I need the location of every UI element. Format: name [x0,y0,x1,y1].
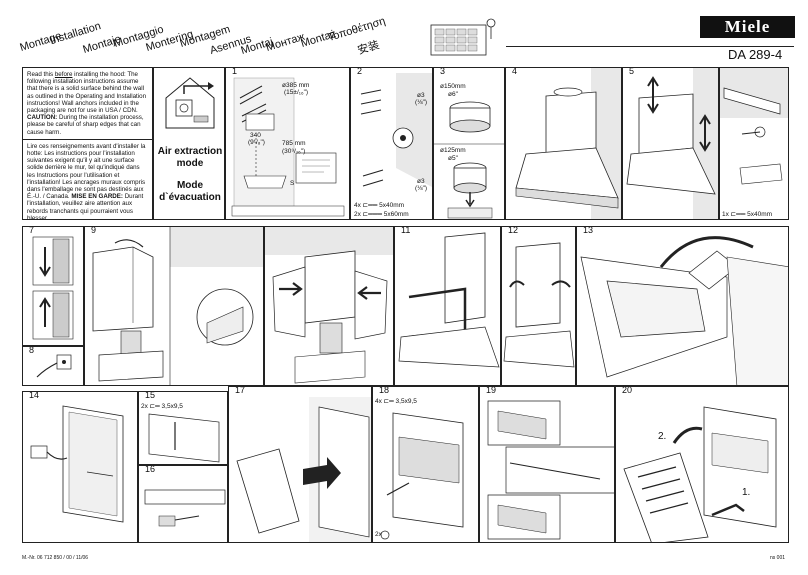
step-number: 20 [620,386,635,395]
step-7-panel: 7 [22,226,84,346]
dim-385-inch: (15±/₁₆") [284,89,309,96]
step-2-panel: 2 ø3 (⅛") ø3 (⅛") 4x ⊏══ 5x40mm 2x ⊏═══ … [350,67,433,220]
qty-1: 4x ⊏══ 5x40mm [354,202,405,209]
step-3-panel: 3 ø150mm ø6" ø125mm ø5" [433,67,505,220]
step-number: 19 [484,386,499,395]
brand-logo: Miele [700,16,795,38]
hood-header-illustration [425,15,500,65]
step-number: 1 [230,67,240,76]
step20-b: 2. [658,431,667,442]
brand-name: Miele [724,17,771,36]
screw-size-1-inch: (⅛") [415,99,428,106]
screw-size-2: ø3 [417,178,425,185]
intro-french: Lire ces renseignements avant d'installe… [27,142,146,220]
lang-11: 安装 [356,39,381,58]
intro-english: Read this before installing the hood: Th… [27,71,147,136]
step-number: 13 [581,226,596,235]
step-11-panel: 11 [394,226,501,386]
qty-18b: 2x [375,531,382,538]
step-number: 17 [233,386,248,395]
model-number: DA 289-4 [728,47,783,62]
step-number: 16 [143,465,158,474]
dim-385: ø385 mm [282,82,310,89]
step20-a: 1. [742,487,751,498]
step-1-panel: 1 ø385 mm (15±/₁₆") 340 (9¹/₈") 785 mm (… [225,67,350,220]
step-5-panel: 5 [622,67,719,220]
duct-150: ø150mm [440,83,466,90]
top-rule [506,46,794,47]
step-number: 14 [27,391,42,400]
dim-785: 785 mm [282,140,306,147]
step-13-panel: 13 [576,226,789,386]
step-number: 18 [377,386,392,395]
step-18-panel: 18 4x ⊏═ 3,5x9,5 2x [372,386,479,543]
lang-10: Τοποθέτηση [326,15,387,44]
dim-340: 340 [250,132,261,139]
qty-18: 4x ⊏═ 3,5x9,5 [375,398,417,405]
step-17-panel: 17 [228,386,372,543]
step-number: 8 [27,346,37,355]
qty-2: 2x ⊏═══ 5x60mm [354,211,409,218]
step-19-panel: 19 [479,386,615,543]
step-9-panel: 9 [84,226,264,386]
footer-code: ns 001 [770,555,786,561]
step-10-panel: 10 [264,226,394,386]
step-number: 9 [89,226,99,235]
footer-part-number: M.-Nr. 06 712 850 / 00 / 11/06 [22,555,89,561]
duct-125: ø125mm [440,147,466,154]
step-15-panel: 15 2x ⊏═ 3,5x9,5 [138,391,228,465]
step-number: 4 [510,67,520,76]
step-number: 12 [506,226,521,235]
step-8-panel: 8 [22,346,84,386]
house-icon [165,77,215,129]
qty-6: 1x ⊏══ 5x40mm [722,211,773,218]
dim-340-inch: (9¹/₈") [248,139,265,146]
step-4-panel: 4 [505,67,622,220]
dim-785-inch: (30⁹/₁₆") [282,148,306,155]
screw-size-2-inch: (⅛") [415,185,428,192]
step-number: 7 [27,226,37,235]
dim-s: S [290,180,295,187]
step-12-panel: 12 [501,226,576,386]
step-number: 11 [399,226,413,235]
qty-15: 2x ⊏═ 3,5x9,5 [141,403,183,410]
intro-text-panel: Read this before installing the hood: Th… [22,67,153,220]
step-20-panel: 20 2. 1. [615,386,789,543]
step-number: 5 [627,67,637,76]
step-number: 2 [355,67,365,76]
screw-size-1: ø3 [417,92,425,99]
duct-150-inch: ø6" [448,91,458,98]
step-6-panel: 6 1x ⊏══ 5x40mm [719,67,789,220]
step-16-panel: 16 [138,465,228,543]
step-14-panel: 14 [22,391,138,543]
step-number: 3 [438,67,448,76]
duct-125-inch: ø5" [448,155,458,162]
step-number: 15 [143,391,158,400]
